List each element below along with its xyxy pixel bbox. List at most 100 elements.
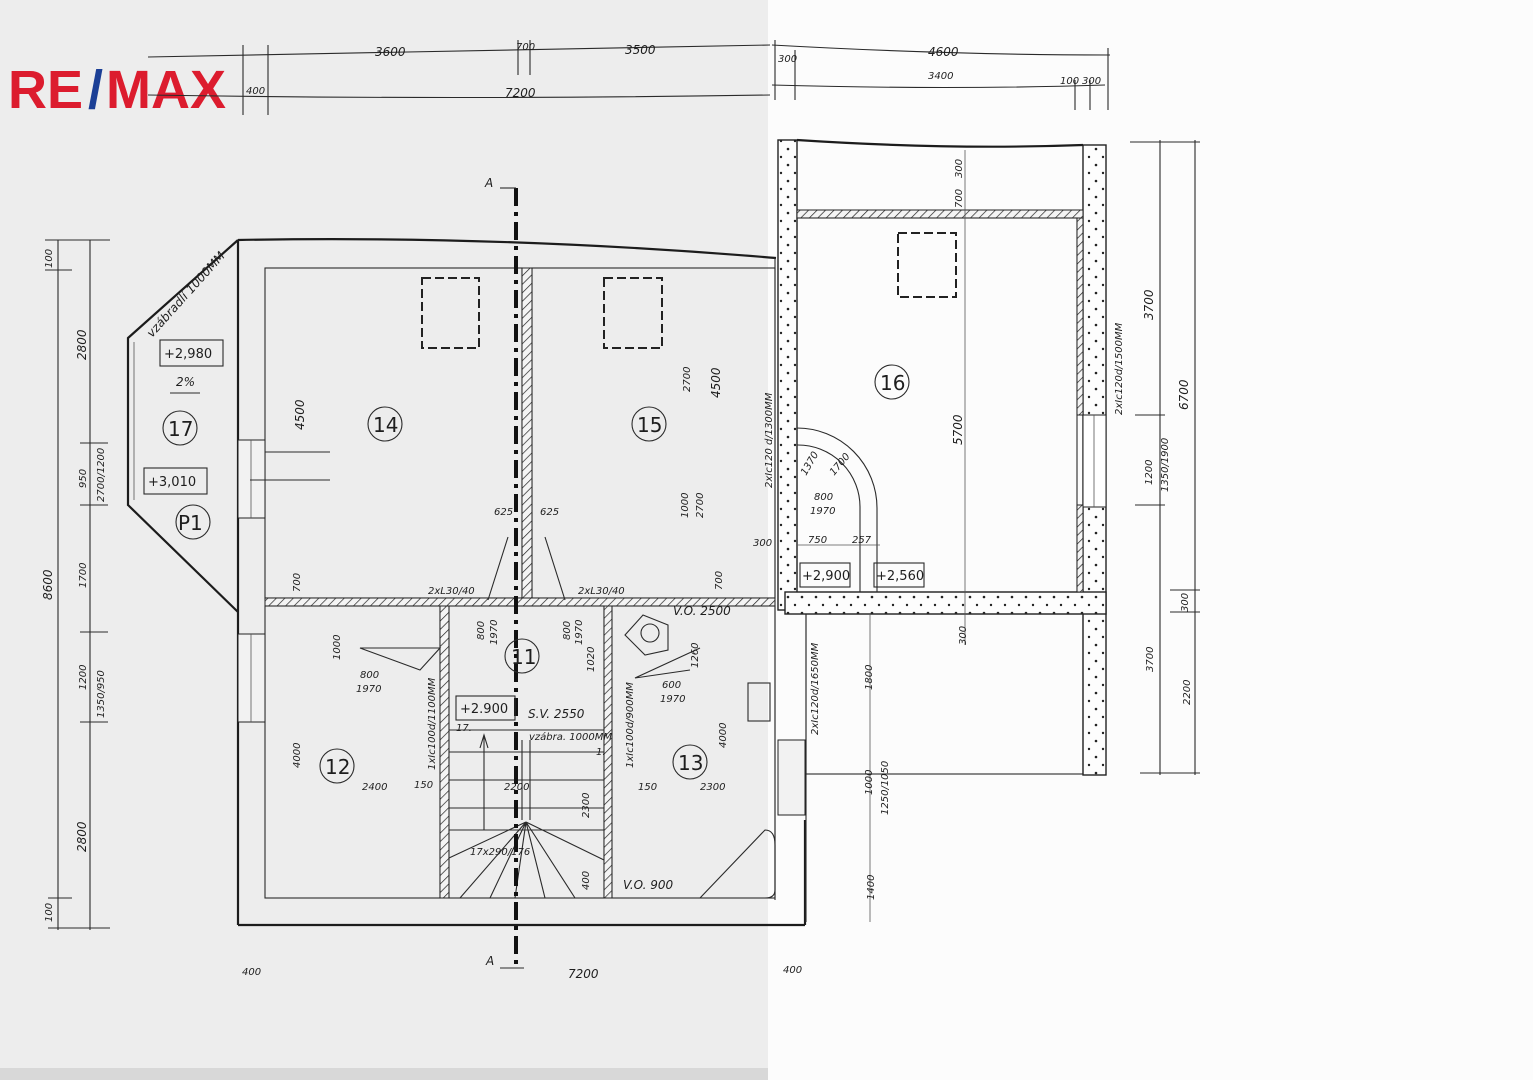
- window: [237, 439, 266, 519]
- dim: 300: [1082, 76, 1101, 87]
- dim: 800: [476, 621, 487, 640]
- dim: 300: [954, 159, 965, 178]
- hatched-wall: [796, 209, 1084, 219]
- dim: 1200: [1144, 460, 1155, 485]
- window: [237, 633, 266, 723]
- skylight: [421, 277, 480, 349]
- dim: 800: [562, 621, 573, 640]
- dim: 4500: [709, 367, 723, 398]
- dim: 400: [242, 967, 261, 978]
- dim: 2700: [682, 367, 693, 392]
- svg-text:RE: RE: [8, 60, 83, 120]
- note-lintel-2: 2xL30/40: [578, 586, 625, 597]
- level-room-17: +3,010: [148, 475, 196, 490]
- concrete-wall: [784, 591, 1107, 615]
- left-dimension-lines: [45, 239, 110, 930]
- dim: 3600: [375, 45, 406, 59]
- right-building-walls: [777, 138, 1200, 922]
- dim: 4000: [718, 723, 729, 748]
- level-stair: +2.900: [460, 702, 508, 717]
- room-12: 12: [325, 755, 350, 779]
- room-11: 11: [511, 645, 536, 669]
- dim: 1400: [866, 875, 877, 900]
- dim: 7200: [568, 967, 599, 981]
- dim: 300: [778, 54, 797, 65]
- dim: 1970: [489, 620, 500, 645]
- section-mark-bottom: A: [485, 954, 494, 968]
- dim: 400: [246, 86, 265, 97]
- dim: 100: [1060, 76, 1079, 87]
- dim: 700: [292, 573, 303, 592]
- dim: 1250/1050: [880, 761, 891, 815]
- dim: 150: [414, 780, 433, 791]
- skylight: [897, 232, 957, 298]
- dim: 1800: [864, 665, 875, 690]
- dim: 7200: [505, 86, 536, 100]
- sheet-edge-shadow: [0, 1068, 768, 1080]
- hatched-wall: [521, 267, 533, 599]
- section-mark-top: A: [484, 176, 493, 190]
- dim: 1970: [810, 506, 835, 517]
- bathtub: [698, 829, 776, 899]
- dim: 1970: [356, 684, 381, 695]
- dim: 150: [638, 782, 657, 793]
- dim: 300: [958, 626, 969, 645]
- dim: 8600: [41, 569, 55, 600]
- skylight: [603, 277, 663, 349]
- hatched-wall: [439, 605, 450, 899]
- dim: 2400: [362, 782, 387, 793]
- room-16: 16: [880, 371, 905, 395]
- window: [777, 739, 806, 816]
- room-17: 17: [168, 417, 193, 441]
- section-line: A A: [484, 176, 524, 969]
- dim: 2800: [75, 329, 89, 360]
- dim: 100: [44, 249, 55, 268]
- room-15: 15: [637, 413, 662, 437]
- dim: 400: [783, 965, 802, 976]
- left-building-walls: [126, 238, 807, 927]
- dim: 4600: [928, 45, 959, 59]
- dim: 1350/1900: [1160, 438, 1171, 492]
- level-room-16: +2,560: [876, 569, 924, 584]
- window: [1082, 414, 1107, 508]
- note-stair-steps: 17x290/176: [470, 847, 530, 858]
- dim: 1970: [574, 620, 585, 645]
- note-window-2: V.O. 900: [623, 878, 674, 892]
- svg-text:/: /: [88, 60, 103, 120]
- hatched-wall: [1076, 504, 1084, 593]
- room-13: 13: [678, 751, 703, 775]
- dim: 3700: [1142, 289, 1156, 320]
- room-p1: P1: [178, 511, 203, 535]
- svg-text:MAX: MAX: [106, 60, 226, 120]
- dim: 300: [753, 538, 772, 549]
- note-lintel-5: 2xIc120 d/1300MM: [764, 392, 775, 488]
- dim: 2200: [1182, 680, 1193, 705]
- note-lintel-6: 2xIc120d/1500MM: [1114, 322, 1125, 415]
- hatched-wall: [1076, 217, 1084, 416]
- dimension-labels: 3600 700 3500 400 7200 4600 3400 300 100…: [41, 42, 1193, 981]
- note-lintel-3: 1xIc100d/1100MM: [427, 677, 438, 770]
- dim: 1200: [78, 665, 89, 690]
- toilet-bowl: [640, 623, 660, 643]
- dim: 750: [808, 535, 827, 546]
- note-step-1: 1.: [596, 747, 606, 758]
- concrete-wall: [777, 139, 798, 611]
- dim: 4500: [293, 399, 307, 430]
- dim: 3400: [928, 71, 953, 82]
- dim: 2200: [504, 782, 529, 793]
- dim: 625: [540, 507, 559, 518]
- level-terrace: +2,980: [164, 347, 212, 362]
- dim: 2300: [700, 782, 725, 793]
- note-lintel-1: 2xL30/40: [428, 586, 475, 597]
- dim: 1350/950: [96, 670, 107, 718]
- dim: 6700: [1177, 379, 1191, 410]
- note-window-1: V.O. 2500: [673, 604, 731, 618]
- dim: 5700: [951, 414, 965, 445]
- dim: 1000: [332, 635, 343, 660]
- dim: 1020: [586, 647, 597, 672]
- dim: 700: [954, 189, 965, 208]
- note-stair-height: S.V. 2550: [528, 707, 585, 721]
- sink: [747, 682, 771, 722]
- dim: 1970: [660, 694, 685, 705]
